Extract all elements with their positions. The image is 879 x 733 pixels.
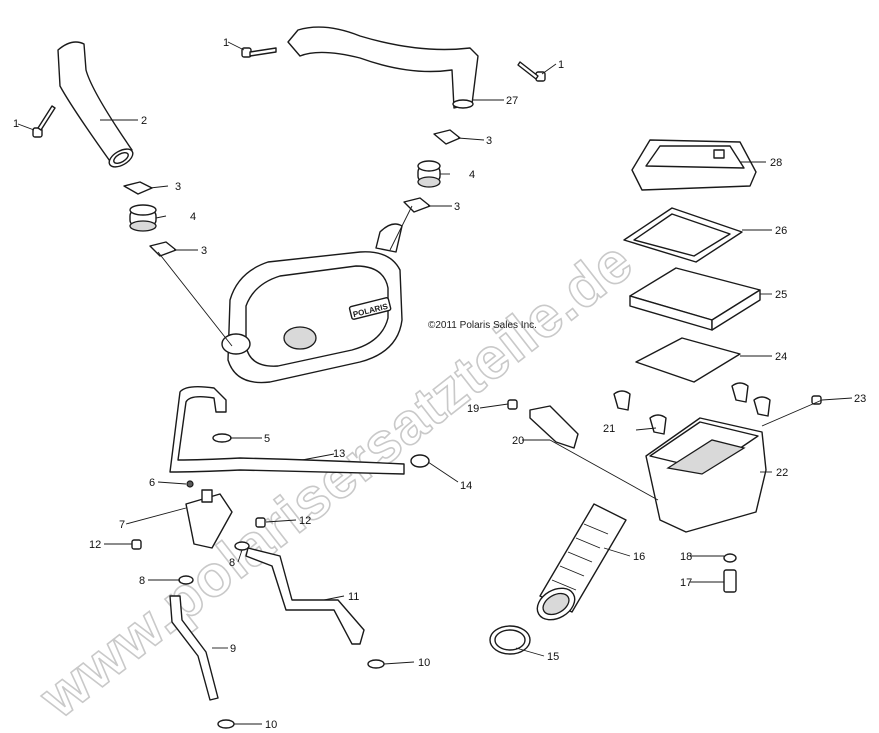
part-3-clamp-c xyxy=(433,129,461,145)
callout-3: 3 xyxy=(175,181,181,193)
part-9-hose xyxy=(169,595,219,701)
part-1-bolt-left xyxy=(32,105,56,138)
callout-3: 3 xyxy=(486,135,492,147)
callout-7: 7 xyxy=(119,519,125,531)
leader-lines xyxy=(17,41,853,725)
part-25-filter xyxy=(629,267,761,331)
callout-23: 23 xyxy=(854,393,866,405)
part-13-vent-hose xyxy=(169,385,405,475)
callout-22: 22 xyxy=(776,467,788,479)
callout-19: 19 xyxy=(467,403,479,415)
part-24-plate xyxy=(635,337,741,383)
callout-8: 8 xyxy=(229,557,235,569)
copyright-notice: ©2011 Polaris Sales Inc. xyxy=(428,320,537,331)
cvt-clutch-cover: POLARIS xyxy=(221,223,403,384)
callout-12: 12 xyxy=(89,539,101,551)
part-3-clamp-d xyxy=(403,197,431,213)
part-11-hose xyxy=(245,547,365,645)
part-10-clamps xyxy=(217,659,385,729)
callout-9: 9 xyxy=(230,643,236,655)
callout-11: 11 xyxy=(348,591,359,603)
callout-10: 10 xyxy=(418,657,430,669)
part-2-intake-duct xyxy=(57,41,134,168)
callout-20: 20 xyxy=(512,435,524,447)
part-19-bolt xyxy=(507,399,518,410)
callout-17: 17 xyxy=(680,577,692,589)
part-21-latches xyxy=(613,382,771,435)
callout-14: 14 xyxy=(460,480,472,492)
callout-27: 27 xyxy=(506,95,518,107)
part-1-bolt-top xyxy=(241,47,277,58)
part-4-boot-left xyxy=(129,204,157,232)
part-6-fitting xyxy=(186,480,194,488)
callout-labels: 1 1 1 2 3 3 3 3 4 4 5 6 7 8 8 9 10 10 11… xyxy=(13,37,866,731)
part-27-upper-duct xyxy=(287,26,479,109)
callout-1: 1 xyxy=(558,59,564,71)
callout-26: 26 xyxy=(775,225,787,237)
callout-18: 18 xyxy=(680,551,692,563)
callout-8: 8 xyxy=(139,575,145,587)
part-4-boot-right xyxy=(417,160,441,188)
part-5-clamp xyxy=(212,433,232,443)
callout-25: 25 xyxy=(775,289,787,301)
part-8-clamps xyxy=(178,541,250,585)
part-17-plug xyxy=(723,569,737,593)
callout-28: 28 xyxy=(770,157,782,169)
callout-1: 1 xyxy=(223,37,229,49)
callout-21: 21 xyxy=(603,423,615,435)
callout-6: 6 xyxy=(149,477,155,489)
callout-3: 3 xyxy=(201,245,207,257)
callout-5: 5 xyxy=(264,433,270,445)
part-3-clamp-b xyxy=(149,241,177,257)
callout-12: 12 xyxy=(299,515,311,527)
callout-13: 13 xyxy=(333,448,345,460)
part-14-clamp xyxy=(410,454,430,468)
callout-1: 1 xyxy=(13,118,19,130)
part-12-bolts xyxy=(131,517,266,550)
callout-24: 24 xyxy=(775,351,787,363)
part-16-inlet-tube xyxy=(536,503,627,621)
callout-16: 16 xyxy=(633,551,645,563)
part-28-airbox-lid xyxy=(631,139,757,191)
callout-2: 2 xyxy=(141,115,147,127)
callout-10: 10 xyxy=(265,719,277,731)
callout-15: 15 xyxy=(547,651,559,663)
part-1-bolt-right xyxy=(517,61,546,82)
callout-4: 4 xyxy=(469,169,475,181)
part-15-clamp xyxy=(489,625,531,655)
callout-4: 4 xyxy=(190,211,196,223)
part-18-clamp xyxy=(723,553,737,563)
part-7-valve-housing xyxy=(185,489,233,549)
callout-3: 3 xyxy=(454,201,460,213)
part-26-seal xyxy=(623,207,743,263)
part-22-airbox xyxy=(645,417,767,533)
part-3-clamp-a xyxy=(123,181,153,195)
part-20-bracket xyxy=(529,405,579,449)
